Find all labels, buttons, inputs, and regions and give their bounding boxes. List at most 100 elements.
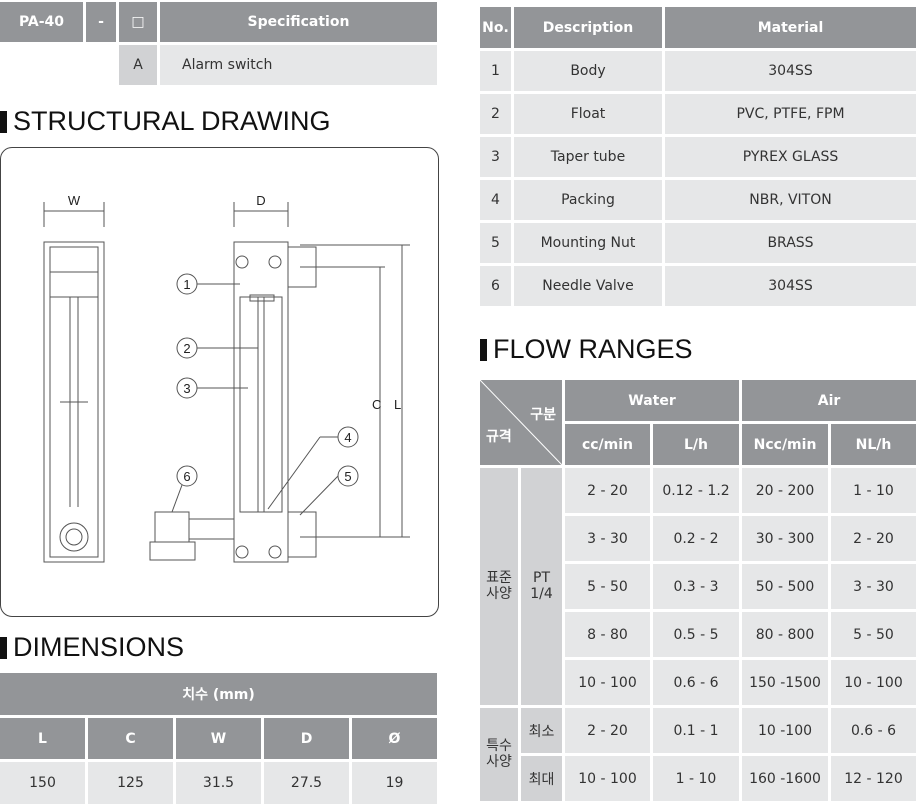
flow-corner-header: 구분 규격 bbox=[480, 380, 562, 465]
part-no: 1 bbox=[480, 51, 511, 91]
part-description: Taper tube bbox=[514, 137, 662, 177]
part-no: 3 bbox=[480, 137, 511, 177]
water-cc-min: 3 - 30 bbox=[565, 516, 650, 561]
part-description: Needle Valve bbox=[514, 266, 662, 306]
heading-text: FLOW RANGES bbox=[493, 334, 693, 364]
part-material: PYREX GLASS bbox=[665, 137, 916, 177]
spec-header-model: PA-40 bbox=[0, 2, 83, 42]
flow-table: 구분 규격 Water Air cc/min L/h Ncc/min NL/h … bbox=[477, 377, 919, 804]
dim-value-w: 31.5 bbox=[176, 762, 261, 804]
special-max: 최대 bbox=[521, 756, 562, 801]
callout-1: 1 bbox=[176, 273, 240, 295]
callout-6: 6 bbox=[171, 465, 198, 513]
air-ncc-min: 150 -1500 bbox=[742, 660, 829, 705]
part-no: 5 bbox=[480, 223, 511, 263]
dimensions-table: 치수 (mm) L C W D Ø 150 125 31.5 27.5 19 bbox=[0, 670, 440, 807]
callout-2: 2 bbox=[176, 337, 258, 359]
spec-header-dash: - bbox=[86, 2, 116, 42]
spec-description: Alarm switch bbox=[160, 45, 437, 85]
dim-value-d: 27.5 bbox=[264, 762, 349, 804]
part-material: 304SS bbox=[665, 266, 916, 306]
heading-text: STRUCTURAL DRAWING bbox=[13, 106, 331, 136]
parts-header-no: No. bbox=[480, 7, 511, 48]
spec-code: A bbox=[119, 45, 157, 85]
air-ncc-min: 160 -1600 bbox=[742, 756, 829, 801]
parts-header-description: Description bbox=[514, 7, 662, 48]
special-label: 특수 사양 bbox=[480, 708, 518, 801]
unit-cc-min: cc/min bbox=[565, 424, 650, 465]
dimensions-heading: DIMENSIONS bbox=[0, 632, 184, 663]
dim-header-l: L bbox=[0, 718, 85, 759]
flow-ranges-heading: FLOW RANGES bbox=[480, 334, 693, 365]
special-min: 최소 bbox=[521, 708, 562, 753]
standard-label: 표준 사양 bbox=[480, 468, 518, 705]
water-l-h: 0.6 - 6 bbox=[653, 660, 740, 705]
part-description: Body bbox=[514, 51, 662, 91]
heading-bar bbox=[480, 338, 487, 361]
water-cc-min: 8 - 80 bbox=[565, 612, 650, 657]
water-l-h: 0.1 - 1 bbox=[653, 708, 740, 753]
air-nl-h: 0.6 - 6 bbox=[831, 708, 916, 753]
standard-connection: PT 1/4 bbox=[521, 468, 562, 705]
part-material: BRASS bbox=[665, 223, 916, 263]
svg-text:5: 5 bbox=[344, 469, 351, 484]
part-description: Packing bbox=[514, 180, 662, 220]
label-w: W bbox=[68, 193, 81, 208]
dim-value-c: 125 bbox=[88, 762, 173, 804]
flow-header-water: Water bbox=[565, 380, 740, 421]
svg-text:4: 4 bbox=[344, 430, 351, 445]
air-ncc-min: 50 - 500 bbox=[742, 564, 829, 609]
label-d: D bbox=[256, 193, 265, 208]
label-l: L bbox=[394, 397, 401, 412]
spec-header-specification: Specification bbox=[160, 2, 437, 42]
air-nl-h: 1 - 10 bbox=[831, 468, 916, 513]
callout-5: 5 bbox=[299, 465, 359, 516]
water-cc-min: 10 - 100 bbox=[565, 660, 650, 705]
svg-text:6: 6 bbox=[183, 469, 190, 484]
air-nl-h: 12 - 120 bbox=[831, 756, 916, 801]
dim-header-d: D bbox=[264, 718, 349, 759]
water-l-h: 0.2 - 2 bbox=[653, 516, 740, 561]
water-l-h: 0.5 - 5 bbox=[653, 612, 740, 657]
structural-drawing: W D C L 1 2 3 4 5 6 bbox=[0, 147, 439, 617]
part-material: PVC, PTFE, FPM bbox=[665, 94, 916, 134]
heading-text: DIMENSIONS bbox=[13, 632, 185, 662]
heading-bar bbox=[0, 636, 7, 659]
part-no: 4 bbox=[480, 180, 511, 220]
heading-bar bbox=[0, 110, 7, 133]
air-ncc-min: 20 - 200 bbox=[742, 468, 829, 513]
svg-text:2: 2 bbox=[183, 341, 190, 356]
callout-3: 3 bbox=[176, 377, 248, 399]
air-ncc-min: 30 - 300 bbox=[742, 516, 829, 561]
spec-table: PA-40 - □ Specification A Alarm switch bbox=[0, 0, 440, 88]
svg-text:1: 1 bbox=[183, 277, 190, 292]
dimensions-title: 치수 (mm) bbox=[0, 673, 437, 715]
dim-header-w: W bbox=[176, 718, 261, 759]
flow-header-air: Air bbox=[742, 380, 916, 421]
air-nl-h: 3 - 30 bbox=[831, 564, 916, 609]
spec-blank bbox=[0, 45, 116, 85]
part-no: 6 bbox=[480, 266, 511, 306]
air-ncc-min: 80 - 800 bbox=[742, 612, 829, 657]
callout-4: 4 bbox=[267, 426, 359, 510]
dim-value-l: 150 bbox=[0, 762, 85, 804]
part-description: Float bbox=[514, 94, 662, 134]
dim-header-diameter: Ø bbox=[352, 718, 437, 759]
water-cc-min: 5 - 50 bbox=[565, 564, 650, 609]
structural-drawing-heading: STRUCTURAL DRAWING bbox=[0, 106, 331, 137]
diagonal-line bbox=[480, 380, 562, 465]
air-nl-h: 2 - 20 bbox=[831, 516, 916, 561]
water-l-h: 0.3 - 3 bbox=[653, 564, 740, 609]
part-no: 2 bbox=[480, 94, 511, 134]
part-description: Mounting Nut bbox=[514, 223, 662, 263]
